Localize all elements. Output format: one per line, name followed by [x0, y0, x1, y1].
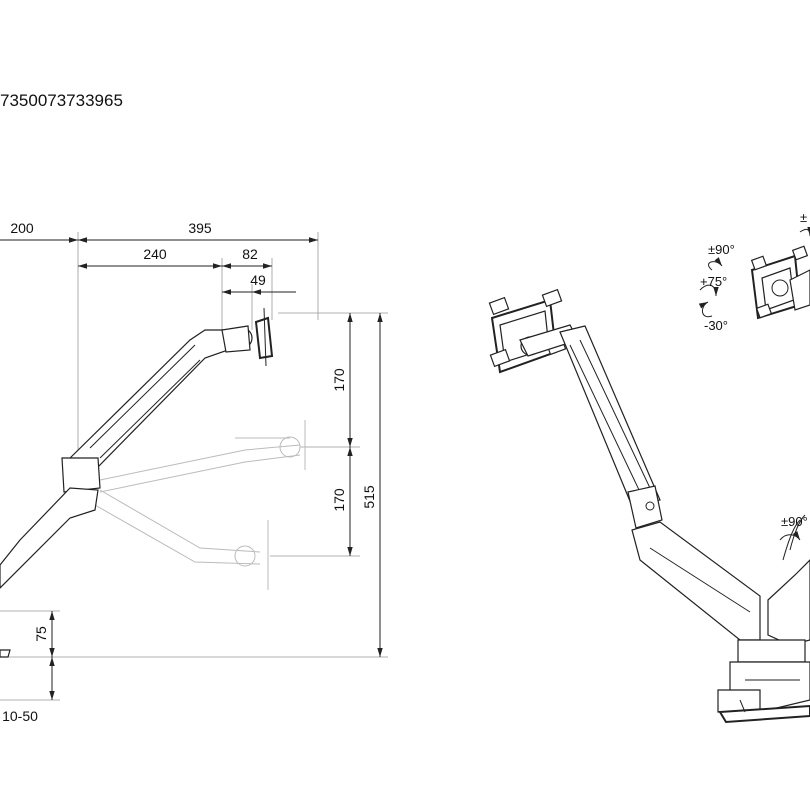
- base-swivel-arrow-icon: [779, 531, 801, 541]
- dim-label-170-lower: 170: [331, 488, 347, 512]
- upper-arm: [65, 329, 229, 477]
- dim-label-170-upper: 170: [331, 368, 347, 392]
- dim-label-515: 515: [361, 485, 377, 509]
- swivel-arrow-icon: [708, 257, 723, 271]
- angle-label-swivel: ±90°: [708, 242, 735, 257]
- tilt-arrow-icon: [699, 284, 719, 297]
- lower-arm: [0, 487, 99, 589]
- tilt-down-arrow-icon: [698, 301, 713, 318]
- rotation-diagram-head: [750, 226, 810, 320]
- angle-label-base-swivel: ±90°: [781, 514, 808, 529]
- angle-label-tilt-down: -30°: [704, 318, 728, 333]
- dim-label-240: 240: [143, 246, 167, 262]
- dim-label-10-50: 10-50: [2, 708, 38, 724]
- perspective-view: ± ±90° +75° -30° ±90°: [488, 210, 810, 724]
- dim-label-49: 49: [250, 272, 266, 288]
- vesa-plate-side: [254, 316, 274, 360]
- side-view: 200 395 240 82 49 170 170 515 75 10-50: [0, 220, 388, 724]
- pole-base: [737, 639, 806, 663]
- dim-label-395: 395: [188, 220, 212, 236]
- dim-label-82: 82: [242, 246, 258, 262]
- elbow-joint: [61, 457, 101, 493]
- lower-arm-3d: [631, 521, 761, 641]
- dim-label-75: 75: [33, 626, 49, 642]
- base-foot: [0, 649, 11, 658]
- angle-label-tilt-up: +75°: [700, 274, 727, 289]
- ghost-arm-positions: [94, 420, 306, 590]
- elbow-3d: [627, 485, 663, 529]
- angle-label-top: ±: [800, 210, 807, 225]
- vesa-head: [488, 288, 579, 374]
- second-arm-3d: [767, 559, 810, 646]
- part-number: 7350073733965: [0, 91, 123, 110]
- upper-arm-3d: [559, 325, 661, 507]
- clamp-bottom: [718, 704, 810, 724]
- dim-label-200: 200: [10, 220, 34, 236]
